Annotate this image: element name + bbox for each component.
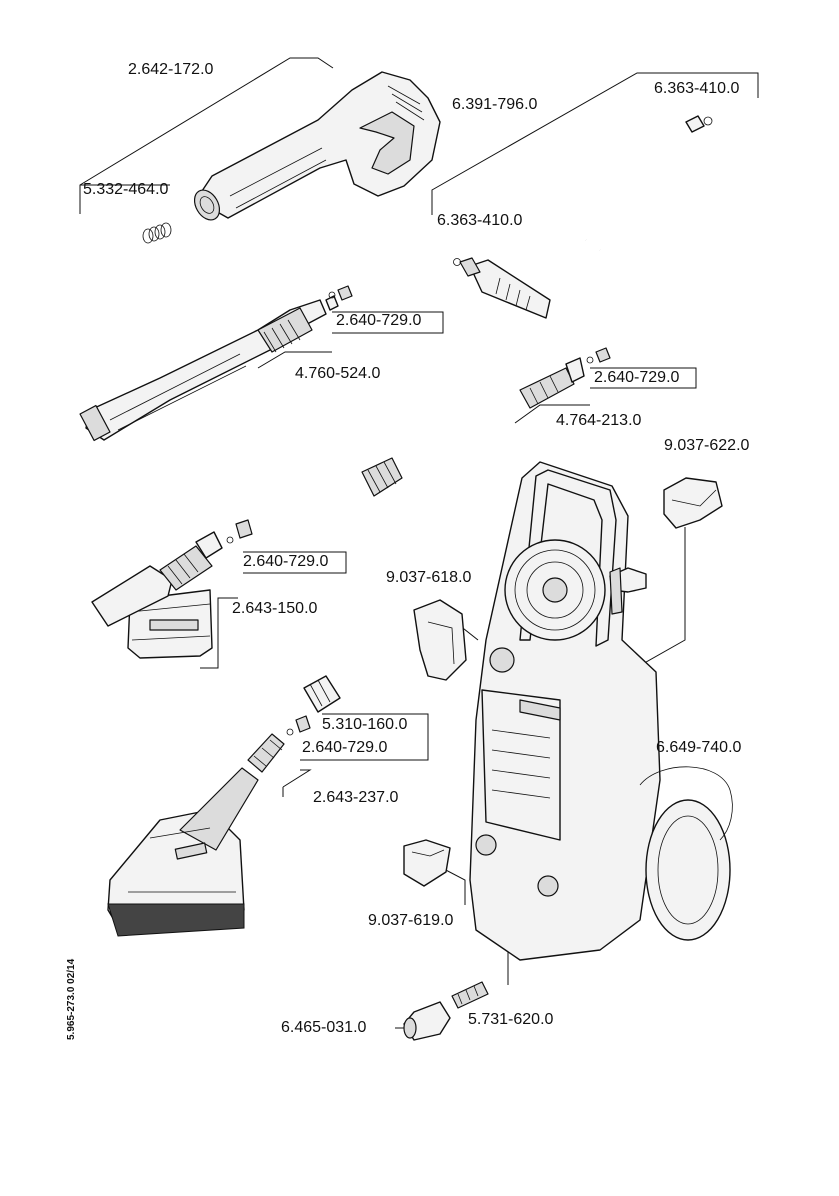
pressure-washer-drawing (469, 461, 733, 961)
water-filter-drawing (451, 981, 489, 1009)
part-number-label: 6.391-796.0 (452, 96, 538, 113)
water-connector-drawing (403, 1001, 451, 1041)
part-number-label: 4.760-524.0 (295, 365, 381, 382)
vario-lance-drawing (79, 285, 353, 442)
part-number-label: 5.332-464.0 (83, 181, 169, 198)
wash-brush-drawing (107, 675, 341, 937)
part-number-label: 6.363-410.0 (437, 212, 523, 229)
part-number-label: 2.640-729.0 (594, 369, 680, 386)
part-number-label: 5.731-620.0 (468, 1011, 554, 1028)
dirt-blaster-drawing (361, 347, 611, 497)
part-number-label: 2.640-729.0 (336, 312, 422, 329)
part-number-label: 9.037-619.0 (368, 912, 454, 929)
part-number-label: 2.642-172.0 (128, 61, 214, 78)
gun-spring-drawing (142, 222, 172, 244)
part-number-label: 6.649-740.0 (656, 739, 742, 756)
hose-drawing (453, 115, 713, 319)
holder-left-drawing (413, 599, 467, 681)
part-number-label: 2.640-729.0 (243, 553, 329, 570)
document-reference: 5.965-273.0 02/14 (66, 958, 77, 1040)
part-number-label: 2.643-150.0 (232, 600, 318, 617)
part-number-label: 9.037-618.0 (386, 569, 472, 586)
part-number-label: 6.363-410.0 (654, 80, 740, 97)
part-number-label: 6.465-031.0 (281, 1019, 367, 1036)
part-number-label: 5.310-160.0 (322, 716, 408, 733)
part-number-label: 2.643-237.0 (313, 789, 399, 806)
trigger-gun-drawing (193, 71, 441, 221)
holder-top-drawing (663, 477, 723, 529)
part-number-label: 2.640-729.0 (302, 739, 388, 756)
part-number-label: 9.037-622.0 (664, 437, 750, 454)
holder-bottom-drawing (403, 839, 451, 887)
part-number-label: 4.764-213.0 (556, 412, 642, 429)
foam-nozzle-drawing (91, 519, 253, 659)
